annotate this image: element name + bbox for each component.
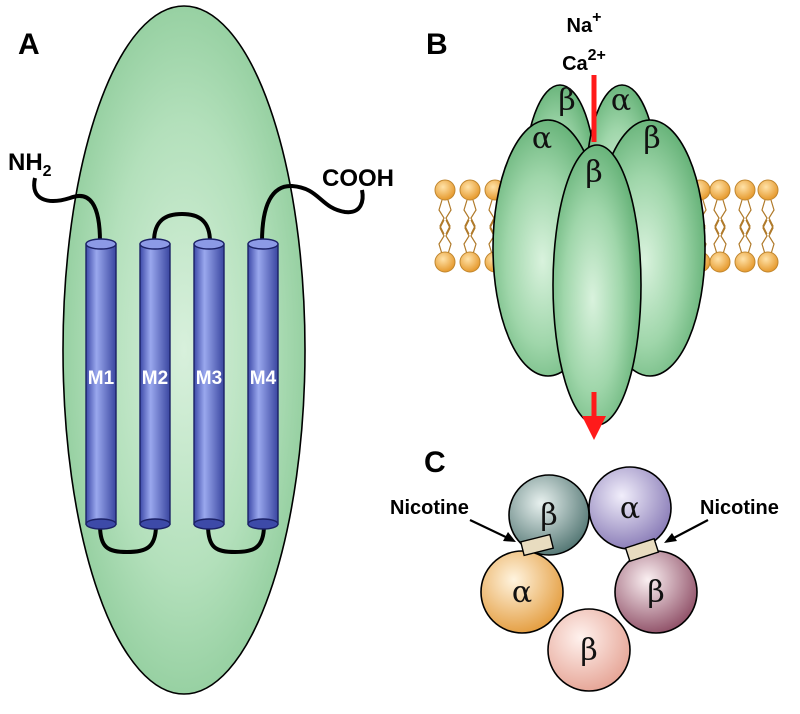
c-terminal-tail (260, 183, 365, 243)
subunit-c-top-right-label: α (620, 491, 640, 526)
lipid-molecule (734, 179, 756, 273)
lipid-molecule (459, 179, 481, 273)
subunit-alpha-back-right-label: α (611, 83, 631, 118)
c-terminus-label: COOH (322, 165, 394, 192)
sodium-symbol: Na (567, 15, 593, 37)
membrane-oval (62, 5, 306, 695)
helix-m2 (139, 238, 171, 530)
ion-arrow-head (582, 416, 606, 440)
lipid-molecule (709, 179, 731, 273)
helix-m2-label: M2 (142, 368, 168, 389)
helix-m3-label: M3 (196, 368, 222, 389)
panel-a-letter: A (18, 28, 40, 61)
subunit-beta-back-center-label: β (558, 83, 575, 118)
intracellular-loop-2 (206, 524, 266, 555)
sodium-charge: + (592, 9, 601, 26)
nicotine-binding-site-right (624, 537, 660, 563)
subunit-c-bottom-label: β (580, 633, 597, 668)
nicotine-label-left: Nicotine (390, 497, 469, 519)
calcium-charge: 2+ (588, 47, 606, 64)
intracellular-loop-1 (98, 524, 158, 555)
nicotine-label-right: Nicotine (700, 497, 779, 519)
helix-m3 (193, 238, 225, 530)
extracellular-loop (152, 211, 212, 243)
panel-c-letter: C (424, 446, 446, 479)
subunit-c-mid-left-label: α (512, 575, 532, 610)
calcium-ion-label: Ca2+ (562, 47, 606, 75)
lipid-molecule (757, 179, 779, 273)
panel-b-letter: B (426, 28, 448, 61)
n-terminus-label: NH2 (8, 149, 52, 180)
subunit-c-top-left-label: β (540, 498, 557, 533)
helix-m1 (85, 238, 117, 530)
n-terminus-subscript: 2 (43, 163, 52, 180)
helix-m1-label: M1 (88, 368, 115, 389)
subunit-c-bottom (547, 608, 631, 692)
helix-m4-label: M4 (250, 368, 277, 389)
n-terminal-tail (32, 177, 102, 243)
subunit-c-mid-left (480, 550, 564, 634)
nicotine-arrow-left (469, 519, 513, 541)
nicotine-arrowhead-left (503, 532, 516, 542)
subunit-alpha-back-left-label: α (532, 121, 552, 156)
subunit-beta-right-label: β (643, 121, 660, 156)
subunit-c-mid-right-label: β (647, 575, 664, 610)
subunit-beta-front-label: β (585, 155, 602, 190)
nicotine-binding-site-left (519, 533, 555, 557)
helix-m4 (247, 238, 279, 530)
nicotine-arrowhead-right (664, 533, 677, 543)
calcium-symbol: Ca (562, 53, 588, 75)
n-terminus-main: NH (8, 149, 43, 176)
sodium-ion-label: Na+ (567, 9, 602, 37)
lipid-molecule (434, 179, 456, 273)
